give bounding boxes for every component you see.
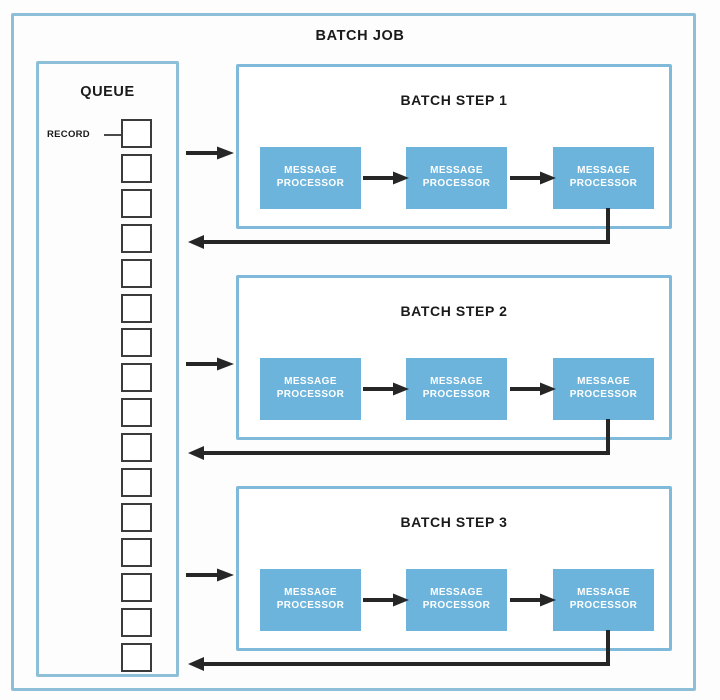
processor-label-line1: MESSAGE [577,376,630,388]
arrow-right-icon [363,593,410,607]
batch-job-container [11,13,696,691]
record-leader-line [104,134,121,136]
queue-record-cell [121,258,152,288]
queue-title: QUEUE [80,84,135,100]
batch-step-3-message-processor-2: MESSAGE PROCESSOR [406,569,507,631]
processor-label-line1: MESSAGE [284,587,337,599]
queue-record-cell [121,223,152,253]
batch-step-2-message-processor-2: MESSAGE PROCESSOR [406,358,507,420]
queue-record-cell [121,328,152,358]
queue-record-cell [121,642,152,672]
queue-record-cell [121,188,152,218]
queue-record-cell [121,537,152,567]
arrow-right-icon [510,382,557,396]
queue-record-cell [121,119,152,148]
processor-label-line1: MESSAGE [430,165,483,177]
batch-step-1: BATCH STEP 1 MESSAGE PROCESSOR MESSAGE P… [236,64,672,229]
processor-label-line1: MESSAGE [284,165,337,177]
processor-label-line2: PROCESSOR [276,178,345,189]
processor-label-line2: PROCESSOR [569,389,638,400]
batch-step-2-title: BATCH STEP 2 [400,303,508,319]
queue-to-batch-step-1-arrow-icon [186,146,235,160]
queue-container [36,61,179,677]
arrow-right-icon [510,171,557,185]
queue-record-cell [121,572,152,602]
batch-step-2: BATCH STEP 2 MESSAGE PROCESSOR MESSAGE P… [236,275,672,440]
processor-label-line2: PROCESSOR [569,600,638,611]
queue-record-cell [121,363,152,393]
batch-step-2-message-processor-3: MESSAGE PROCESSOR [553,358,654,420]
batch-step-1-message-processor-1: MESSAGE PROCESSOR [260,147,361,209]
record-label: RECORD [47,129,90,140]
processor-label-line1: MESSAGE [284,376,337,388]
processor-label-line2: PROCESSOR [422,389,491,400]
queue-record-cell [121,502,152,532]
batch-job-title: BATCH JOB [315,28,405,44]
processor-label-line2: PROCESSOR [276,600,345,611]
processor-label-line2: PROCESSOR [422,178,491,189]
processor-label-line1: MESSAGE [577,587,630,599]
batch-step-3-return-arrow-icon [186,630,616,678]
arrow-right-icon [510,593,557,607]
queue-record-cell [121,153,152,183]
queue-record-cell [121,293,152,323]
processor-label-line2: PROCESSOR [422,600,491,611]
queue-record-cell [121,468,152,497]
queue-to-batch-step-2-arrow-icon [186,357,235,371]
batch-step-2-message-processor-1: MESSAGE PROCESSOR [260,358,361,420]
batch-step-3: BATCH STEP 3 MESSAGE PROCESSOR MESSAGE P… [236,486,672,651]
batch-step-1-message-processor-3: MESSAGE PROCESSOR [553,147,654,209]
batch-step-1-title: BATCH STEP 1 [400,92,508,108]
processor-label-line1: MESSAGE [577,165,630,177]
processor-label-line1: MESSAGE [430,376,483,388]
queue-to-batch-step-3-arrow-icon [186,568,235,582]
processor-label-line1: MESSAGE [430,587,483,599]
arrow-right-icon [363,171,410,185]
batch-step-1-message-processor-2: MESSAGE PROCESSOR [406,147,507,209]
queue-record-cell [121,398,152,428]
queue-record-cell [121,433,152,463]
batch-step-2-return-arrow-icon [186,419,616,467]
arrow-right-icon [363,382,410,396]
batch-step-1-return-arrow-icon [186,208,616,256]
batch-step-3-message-processor-3: MESSAGE PROCESSOR [553,569,654,631]
processor-label-line2: PROCESSOR [276,389,345,400]
batch-step-3-title: BATCH STEP 3 [400,514,508,530]
batch-step-3-message-processor-1: MESSAGE PROCESSOR [260,569,361,631]
queue-record-cell [121,607,152,637]
processor-label-line2: PROCESSOR [569,178,638,189]
queue-cell-list [121,119,153,677]
